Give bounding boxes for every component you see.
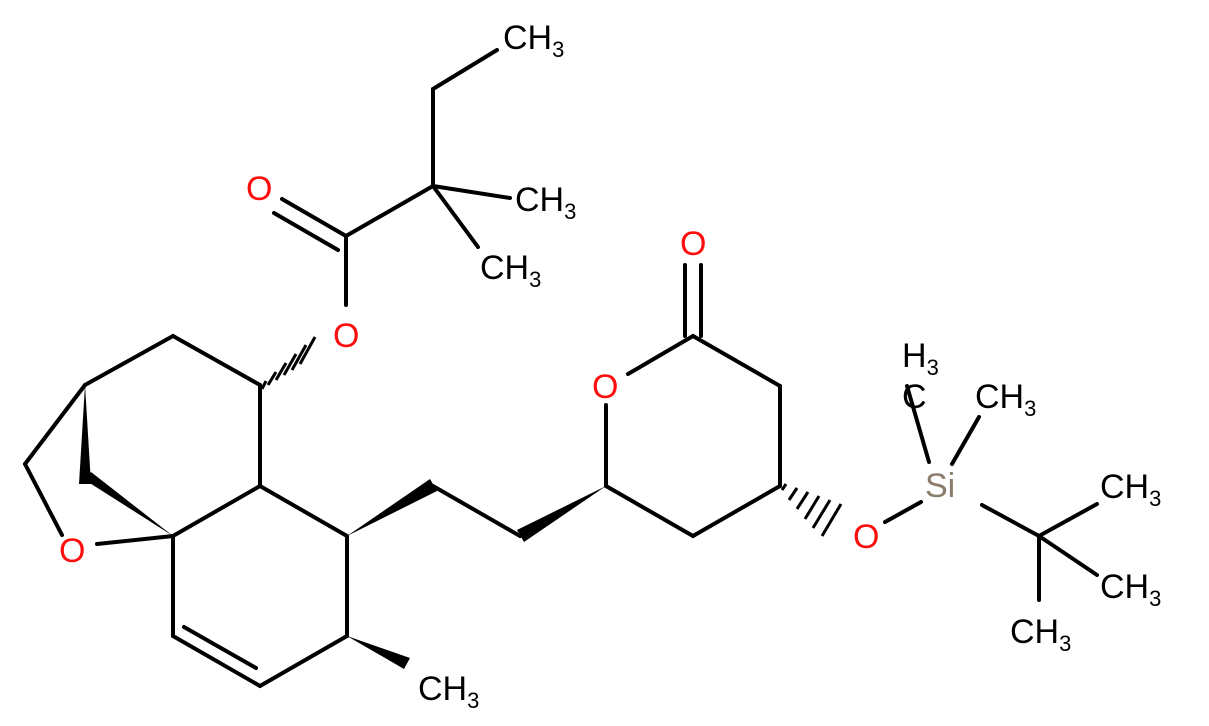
bond (883, 500, 923, 524)
atom-label-ch3: CH3 (1100, 468, 1161, 511)
bond (344, 184, 435, 238)
bond (905, 384, 931, 464)
bond (83, 334, 175, 387)
atom-label-ch3: CH3 (1010, 613, 1071, 656)
atom-label-oxygen: O (853, 518, 879, 556)
bond (272, 211, 340, 252)
atom-label-ch3: CH3 (1100, 568, 1161, 611)
bond (431, 184, 512, 200)
bond (431, 184, 480, 249)
wedge-bond (517, 486, 606, 542)
atom-label-ch3: CH3 (480, 249, 541, 292)
atom-label-ch3: CH3 (515, 181, 576, 224)
bond (431, 484, 522, 538)
atom-label-oxygen: O (59, 532, 85, 570)
bond (258, 484, 349, 538)
wedge-bonds (79, 385, 606, 669)
bond (258, 634, 349, 688)
bond (604, 484, 695, 538)
bond (182, 625, 258, 670)
atom-label-oxygen: O (333, 317, 359, 355)
atom-label-ch3: CH3 (503, 19, 564, 62)
wedge-bond (79, 385, 91, 484)
atom-label-oxygen: O (592, 368, 618, 406)
bond (691, 484, 782, 538)
atom-label-h3c-tail: C (902, 378, 927, 416)
atom-label-ch3: CH3 (975, 378, 1036, 421)
bond (23, 383, 87, 466)
atom-label-silicon: Si (925, 467, 955, 505)
bond (1037, 502, 1099, 538)
hash-bond (260, 336, 317, 390)
hash-bonds (260, 336, 843, 537)
bond (280, 197, 348, 238)
atom-label-oxygen: O (680, 225, 706, 263)
atom-labels: CH3 CH3 CH3 CH3 O O O O O O Si H3 C CH3 … (59, 19, 1161, 713)
wedge-bond (347, 479, 437, 536)
bond (1037, 534, 1099, 577)
bond (171, 484, 262, 538)
atom-label-h3c: H3 (902, 337, 939, 380)
bond (626, 334, 695, 376)
atom-label-ch3: CH3 (418, 670, 479, 713)
bond (95, 534, 175, 546)
bond (23, 462, 64, 537)
wedge-bond (347, 636, 410, 669)
bond (691, 334, 782, 388)
hash-bond (780, 483, 843, 537)
bond (171, 634, 262, 688)
bond (431, 48, 499, 91)
bonds (23, 48, 1099, 688)
wedge-bond (85, 472, 173, 536)
bond (980, 503, 1041, 538)
bond (950, 415, 981, 466)
bond (171, 334, 262, 387)
atom-label-oxygen: O (246, 170, 272, 208)
